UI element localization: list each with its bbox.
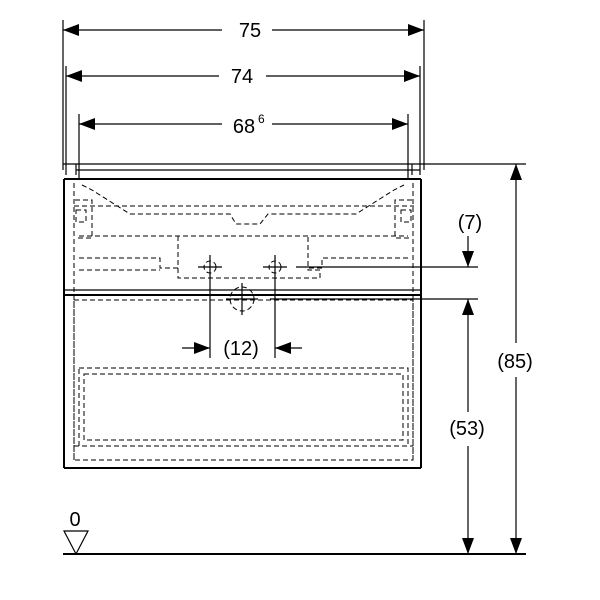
- height-drain-label: (53): [449, 418, 485, 440]
- offset-top-label: (7): [458, 212, 482, 234]
- floor-level-triangle-icon: [63, 530, 89, 556]
- basin-top: [63, 163, 526, 180]
- floor-reference: 0: [63, 509, 526, 556]
- width-body-label: 74: [231, 66, 253, 88]
- dimension-height-total: (85): [497, 164, 533, 554]
- floor-level-label: 0: [69, 509, 80, 531]
- drain-spacing-label: (12): [223, 338, 259, 360]
- cabinet-hidden-lines: [73, 183, 414, 461]
- cabinet-body: [63, 179, 422, 469]
- width-inner-superscript: 6: [258, 112, 265, 126]
- dimension-offset-top: (7): [270, 212, 482, 300]
- dimension-drain-spacing: (12): [182, 279, 302, 360]
- drain-left-marker: [198, 255, 222, 279]
- drain-symbols: [198, 255, 287, 315]
- drain-right-marker: [263, 255, 287, 279]
- width-inner-label: 68: [233, 116, 255, 138]
- height-total-label: (85): [497, 351, 533, 373]
- drain-center-marker: [226, 283, 258, 315]
- dimension-width-inner: 68 6: [78, 112, 409, 180]
- dimension-height-drain: (53): [449, 299, 485, 554]
- width-overall-label: 75: [239, 20, 261, 42]
- dimension-width-overall: 75: [62, 20, 425, 170]
- dimension-width-body: 74: [65, 66, 421, 175]
